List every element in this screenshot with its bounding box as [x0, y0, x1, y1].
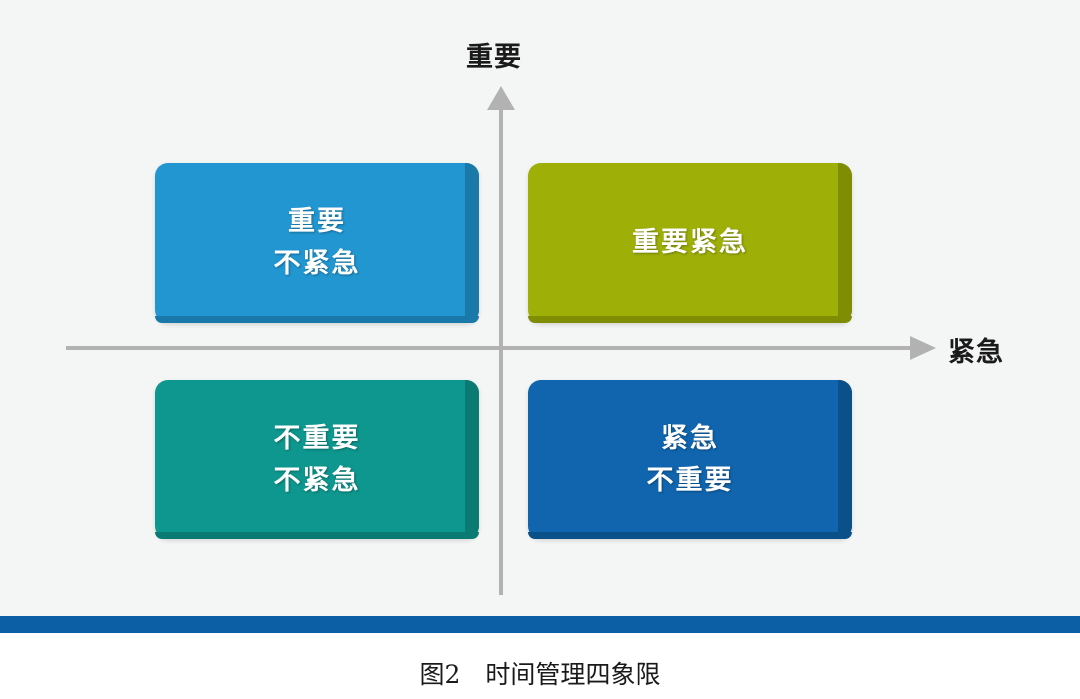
quadrant-label-line-2: 不重要	[646, 464, 734, 495]
vertical-axis-arrow-icon	[487, 86, 515, 110]
figure-canvas: 重要 紧急 重要 不紧急 重要紧急 不重要 不紧急 紧急 不重要	[0, 0, 1080, 616]
horizontal-axis-label: 紧急	[948, 337, 1004, 367]
quadrant-urgent-not-important[interactable]: 紧急 不重要	[528, 380, 852, 539]
quadrant-label-line-1: 重要	[288, 206, 346, 237]
quadrant-right-bevel	[465, 163, 479, 323]
quadrant-important-urgent[interactable]: 重要紧急	[528, 163, 852, 323]
quadrant-not-important-not-urgent[interactable]: 不重要 不紧急	[155, 380, 479, 539]
quadrant-bottom-bevel	[528, 316, 852, 323]
horizontal-axis-arrow-icon	[910, 336, 936, 360]
quadrant-bottom-bevel	[155, 316, 479, 323]
quadrant-label-line-2: 不紧急	[273, 464, 361, 495]
quadrant-label-line-2: 不紧急	[273, 248, 361, 278]
quadrant-label-line-1: 不重要	[273, 422, 361, 453]
quadrant-right-bevel	[838, 380, 852, 539]
quadrant-label-line-1: 紧急	[661, 422, 719, 453]
quadrant-label-line-1: 重要紧急	[632, 227, 748, 258]
section-divider-bar	[0, 616, 1080, 633]
figure-caption: 图2 时间管理四象限	[419, 660, 661, 689]
horizontal-axis-line	[66, 346, 915, 350]
vertical-axis-label: 重要	[466, 42, 522, 72]
quadrant-right-bevel	[838, 163, 852, 323]
quadrant-important-not-urgent[interactable]: 重要 不紧急	[155, 163, 479, 323]
quadrant-right-bevel	[465, 380, 479, 539]
quadrant-bottom-bevel	[528, 532, 852, 539]
quadrant-bottom-bevel	[155, 532, 479, 539]
